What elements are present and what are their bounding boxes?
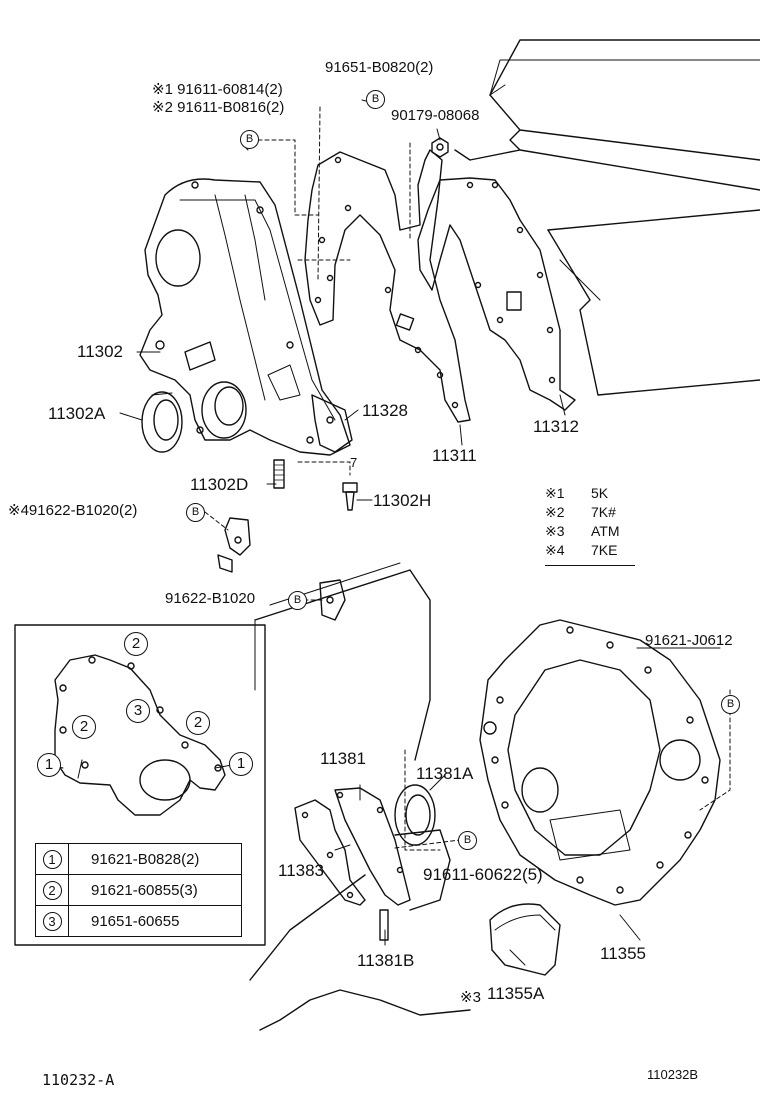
plate-11312	[417, 177, 576, 411]
label-11302A: 11302A	[48, 404, 106, 423]
note-mark: ※3	[545, 523, 565, 539]
inset-num-2-right: 2	[186, 711, 210, 735]
cover-11355A	[489, 903, 561, 976]
table-key: 3	[35, 905, 69, 937]
engine-block-lower	[249, 562, 471, 1031]
label-91651-B0820: 91651-B0820(2)	[325, 59, 434, 76]
inset-box	[14, 624, 266, 946]
table-row: 2 91621-60855(3)	[35, 874, 242, 906]
note-text: 7K#	[591, 504, 616, 520]
label-11328: 11328	[362, 401, 409, 420]
note-mark: ※2	[545, 504, 565, 520]
table-part: 91621-60855(3)	[68, 874, 242, 906]
table-key: 2	[35, 874, 69, 906]
table-part: 91621-B0828(2)	[68, 843, 242, 875]
note-text: ATM	[591, 523, 620, 539]
note-text: 7KE	[591, 542, 618, 558]
marker-b-bracket: B	[186, 503, 205, 522]
label-91622-B1020: 91622-B1020	[165, 590, 256, 607]
note-text: 5K	[591, 485, 609, 501]
inset-num-2-top: 2	[124, 632, 148, 656]
label-11355: 11355	[600, 944, 647, 963]
marker-7: 7	[350, 455, 358, 470]
label-91611-B0816: ※2 91611-B0816(2)	[152, 99, 285, 116]
label-mark-3: ※3	[460, 989, 481, 1006]
label-11355A: 11355A	[487, 984, 545, 1003]
bolt-11302H	[342, 482, 358, 511]
inset-num-2-left: 2	[72, 715, 96, 739]
label-91611-60814: ※1 91611-60814(2)	[152, 81, 283, 98]
label-11381: 11381	[320, 749, 367, 768]
leader-lines-upper	[204, 99, 731, 851]
timing-cover-11302	[139, 178, 351, 456]
label-11381A: 11381A	[416, 764, 474, 783]
marker-b-housing: B	[721, 695, 740, 714]
table-part: 91651-60655	[68, 905, 242, 937]
gasket-11328	[311, 394, 353, 453]
table-row: 3 91651-60655	[35, 905, 242, 937]
marker-b-bracket2: B	[288, 591, 307, 610]
bracket-91622-B1020	[319, 579, 346, 621]
marker-b-seal: B	[458, 831, 477, 850]
plate-11381	[334, 787, 411, 906]
notes-legend: ※1 5K ※2 7K# ※3 ATM ※4 7KE	[545, 485, 635, 566]
legend-underline	[545, 565, 635, 566]
stud-11302D	[273, 459, 285, 489]
stud-11381B	[379, 909, 389, 941]
note-row: ※1 5K	[545, 485, 635, 504]
label-91611-60622: 91611-60622(5)	[423, 865, 543, 884]
label-11302D: 11302D	[190, 475, 249, 494]
note-mark: ※1	[545, 485, 565, 501]
label-91622-B1020-2: ※491622-B1020(2)	[8, 502, 138, 519]
housing-11355	[479, 619, 721, 906]
inset-num-1-right: 1	[229, 752, 253, 776]
table-key: 1	[35, 843, 69, 875]
label-11302H: 11302H	[373, 491, 432, 510]
footer-right-code: 110232B	[647, 1067, 699, 1082]
valve-cover	[454, 39, 760, 191]
engine-block-upper	[547, 209, 760, 396]
oil-seal-11302A	[141, 391, 183, 453]
inset-num-1-left: 1	[37, 753, 61, 777]
inset-num-3: 3	[126, 699, 150, 723]
label-90179-08068: 90179-08068	[391, 107, 480, 124]
label-11311: 11311	[432, 446, 477, 465]
note-mark: ※4	[545, 542, 565, 558]
footer-left-code: 110232-A	[42, 1071, 115, 1089]
gasket-11311	[304, 149, 471, 423]
marker-b-top: B	[366, 90, 385, 109]
oil-seal-11381A	[394, 784, 436, 846]
note-row: ※2 7K#	[545, 504, 635, 523]
label-11312: 11312	[533, 417, 580, 436]
nut-90179-08068	[431, 137, 449, 158]
label-91621-J0612: 91621-J0612	[645, 632, 733, 649]
bracket-91622-B1020-2	[217, 517, 251, 573]
marker-b-left: B	[240, 130, 259, 149]
note-row: ※4 7KE	[545, 542, 635, 561]
label-11381B: 11381B	[357, 951, 415, 970]
table-row: 1 91621-B0828(2)	[35, 843, 242, 875]
gasket-11383	[294, 799, 366, 906]
label-11302: 11302	[77, 342, 124, 361]
label-11383: 11383	[278, 861, 325, 880]
note-row: ※3 ATM	[545, 523, 635, 542]
bolt-table: 1 91621-B0828(2) 2 91621-60855(3) 3 9165…	[35, 843, 242, 937]
